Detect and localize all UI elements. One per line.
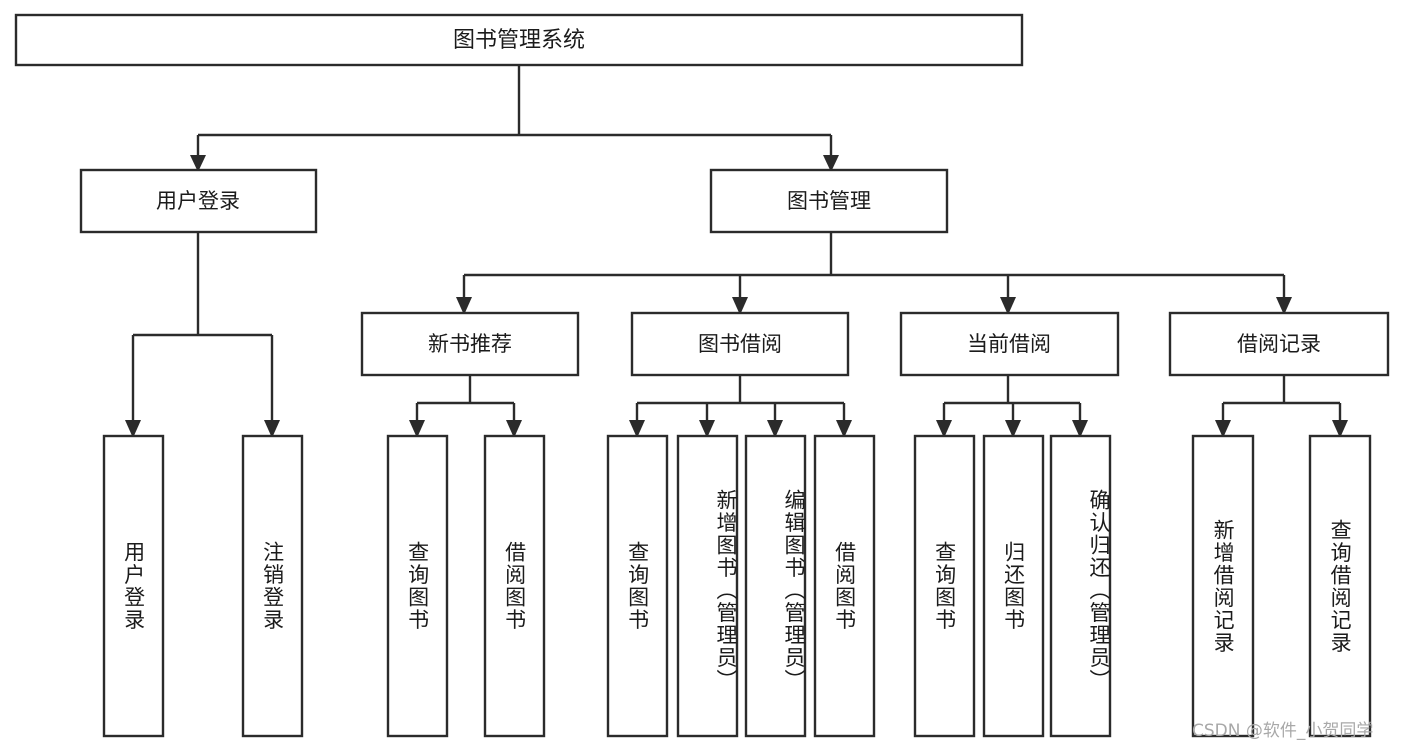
- node-book-borrow[interactable]: [630, 311, 850, 377]
- node-borrow-record[interactable]: [1168, 311, 1390, 377]
- node-leaf-borrow-book-2[interactable]: [813, 434, 876, 738]
- arrowhead-leaf-query-book-3: [936, 420, 952, 438]
- node-leaf-edit-book[interactable]: [744, 434, 807, 738]
- arrowhead-leaf-query-book-2: [629, 420, 645, 438]
- node-leaf-logout[interactable]: [241, 434, 304, 738]
- node-leaf-query-book-1[interactable]: [386, 434, 449, 738]
- node-root-label: 图书管理系统: [453, 28, 585, 53]
- arrowhead-borrow-record: [1276, 297, 1292, 315]
- node-root[interactable]: [14, 13, 1024, 67]
- node-book-borrow-label: 图书借阅: [698, 332, 782, 356]
- arrowhead-leaf-edit-book: [767, 420, 783, 438]
- arrowhead-user-login: [190, 155, 206, 172]
- arrowhead-leaf-query-book-1: [409, 420, 425, 438]
- arrowhead-leaf-borrow-book-2: [836, 420, 852, 438]
- arrowhead-leaf-return-book: [1005, 420, 1021, 438]
- connector-layer: [125, 65, 1348, 438]
- node-new-book-recommend[interactable]: [360, 311, 580, 377]
- node-borrow-record-label: 借阅记录: [1237, 332, 1321, 356]
- node-leaf-query-book-2[interactable]: [606, 434, 669, 738]
- arrowhead-current-borrow: [1000, 297, 1016, 315]
- arrowhead-leaf-borrow-book-1: [506, 420, 522, 438]
- arrowhead-leaf-add-book: [699, 420, 715, 438]
- arrowhead-new-book: [456, 297, 472, 315]
- arrowhead-leaf-user-login: [125, 420, 141, 438]
- arrowhead-leaf-query-record: [1332, 420, 1348, 438]
- node-user-login[interactable]: [79, 168, 318, 234]
- node-current-borrow-label: 当前借阅: [967, 332, 1051, 356]
- arrowhead-book-borrow: [732, 297, 748, 315]
- node-new-book-recommend-label: 新书推荐: [428, 332, 512, 356]
- node-leaf-query-book-3[interactable]: [913, 434, 976, 738]
- node-leaf-add-book[interactable]: [676, 434, 739, 738]
- node-layer: 图书管理系统 用户登录 图书管理 新书推荐 图书借阅 当前借阅 借阅记录: [14, 13, 1390, 738]
- node-leaf-add-record[interactable]: [1191, 434, 1255, 738]
- node-leaf-confirm-return[interactable]: [1049, 434, 1112, 738]
- node-user-login-label: 用户登录: [156, 189, 240, 213]
- node-leaf-user-login[interactable]: [102, 434, 165, 738]
- arrowhead-leaf-confirm-return: [1072, 420, 1088, 438]
- node-leaf-query-record[interactable]: [1308, 434, 1372, 738]
- node-leaf-borrow-book-1[interactable]: [483, 434, 546, 738]
- node-book-management[interactable]: [709, 168, 949, 234]
- node-book-management-label: 图书管理: [787, 189, 871, 213]
- arrowhead-book-management: [823, 155, 839, 172]
- arrowhead-leaf-logout: [264, 420, 280, 438]
- csdn-watermark: CSDN @软件_小贺同学: [1192, 721, 1374, 741]
- node-leaf-return-book[interactable]: [982, 434, 1045, 738]
- arrowhead-leaf-add-record: [1215, 420, 1231, 438]
- node-current-borrow[interactable]: [899, 311, 1120, 377]
